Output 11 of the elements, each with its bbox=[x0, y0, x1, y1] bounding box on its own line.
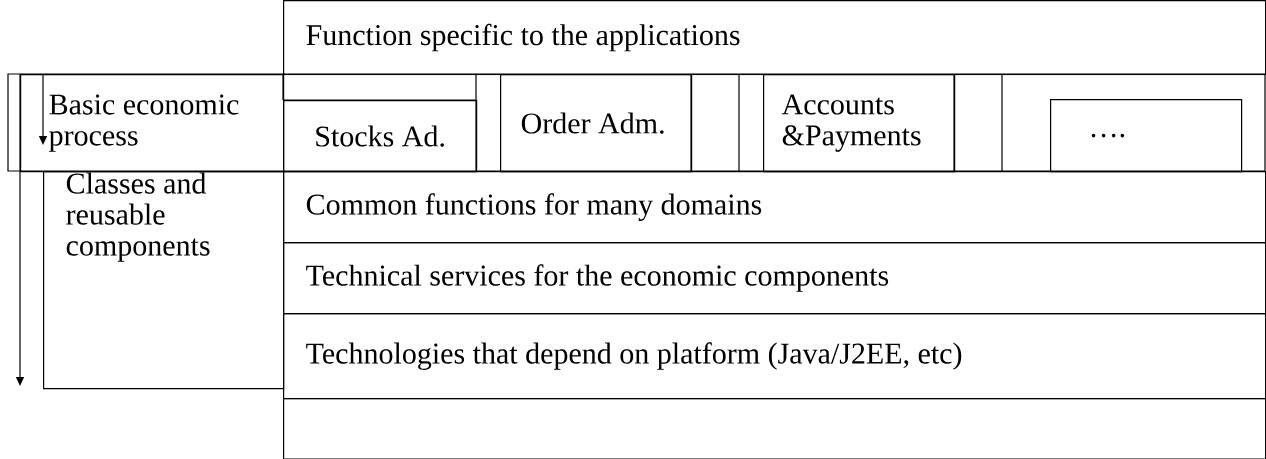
layer-box: Basic economic process bbox=[20, 74, 285, 173]
empty-box bbox=[283, 398, 1266, 459]
layer-box: Function specific to the applications bbox=[283, 0, 1266, 76]
layer-box: Classes and reusable components bbox=[43, 171, 285, 390]
layer-box: Common functions for many domains bbox=[283, 171, 1266, 244]
layer-box: Technologies that depend on platform (Java/J2EE, etc) bbox=[283, 313, 1266, 400]
layer-box: Technical services for the economic components bbox=[283, 242, 1266, 315]
table-cell: Stocks Ad. bbox=[283, 100, 478, 173]
table-cell: Order Adm. bbox=[500, 74, 693, 173]
table-cell: Accounts &Payments bbox=[763, 74, 956, 173]
table-cell: …. bbox=[1050, 99, 1243, 173]
